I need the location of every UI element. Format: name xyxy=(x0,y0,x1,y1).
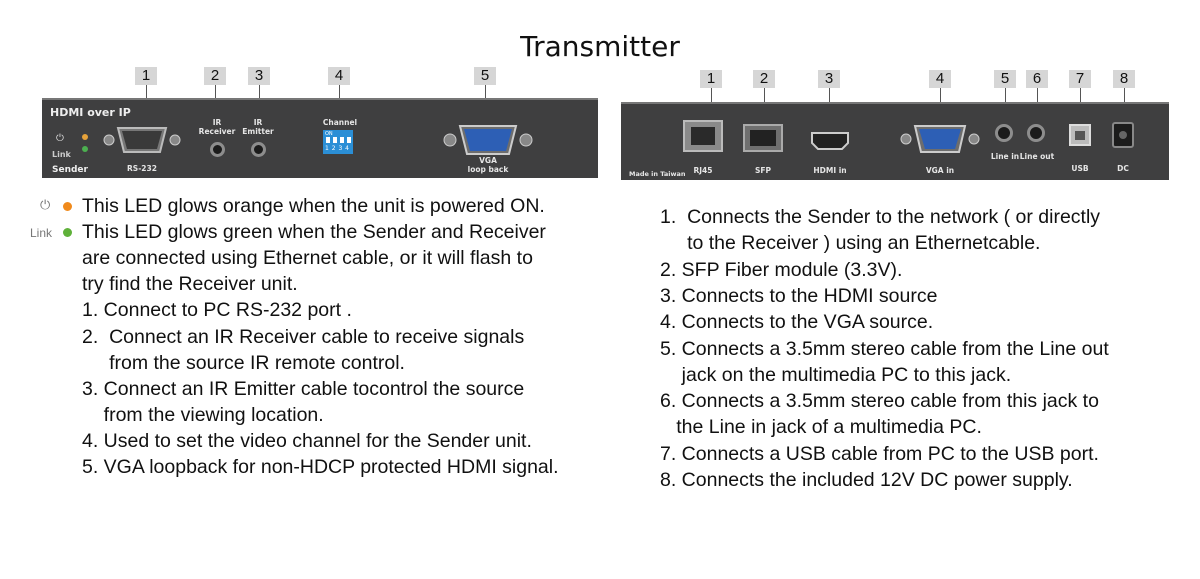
link-label-legend: Link xyxy=(30,226,53,240)
ir-emitter-jack xyxy=(251,142,266,157)
link-led-line-1: This LED glows green when the Sender and… xyxy=(82,221,546,243)
rs232-port xyxy=(103,127,181,153)
right-item-1: 1. Connects the Sender to the network ( … xyxy=(660,206,1101,228)
ir-emitter-label: IR Emitter xyxy=(242,118,274,136)
right-item-3: 3. Connects to the HDMI source xyxy=(660,285,938,307)
left-item-2: 2. Connect an IR Receiver cable to recei… xyxy=(82,326,525,348)
ir-receiver-jack xyxy=(210,142,225,157)
right-item-2: 2. SFP Fiber module (3.3V). xyxy=(660,259,903,281)
page-title: Transmitter xyxy=(520,30,680,63)
right-item-8: 8. Connects the included 12V DC power su… xyxy=(660,469,1073,491)
power-led xyxy=(82,134,88,140)
link-led-line-3: try find the Receiver unit. xyxy=(82,273,298,295)
left-item-2b: from the source IR remote control. xyxy=(82,352,405,374)
right-item-6b: the Line in jack of a multimedia PC. xyxy=(660,416,982,438)
dip-numbers: 1 2 3 4 xyxy=(325,145,350,152)
rear-callout-7: 7 xyxy=(1069,70,1091,88)
line-out-jack xyxy=(1027,124,1045,142)
rj45-port xyxy=(683,120,723,152)
callout-4: 4 xyxy=(328,67,350,85)
rear-callout-6: 6 xyxy=(1026,70,1048,88)
rear-callout-4: 4 xyxy=(929,70,951,88)
power-icon: ⏻ xyxy=(56,133,64,144)
sfp-label: SFP xyxy=(754,166,772,175)
left-item-1: 1. Connect to PC RS-232 port . xyxy=(82,299,352,321)
line-in-jack xyxy=(995,124,1013,142)
unit-label: Sender xyxy=(52,165,88,175)
vga-loopback-label: VGA loop back xyxy=(467,156,509,174)
link-led xyxy=(82,146,88,152)
right-item-7: 7. Connects a USB cable from PC to the U… xyxy=(660,443,1099,465)
dip-on-label: ON xyxy=(325,131,333,137)
right-item-5b: jack on the multimedia PC to this jack. xyxy=(660,364,1012,386)
vga-in-label: VGA in xyxy=(925,166,955,175)
power-icon-legend: ⏻ xyxy=(40,197,51,212)
callout-5: 5 xyxy=(474,67,496,85)
callout-1: 1 xyxy=(135,67,157,85)
usb-label: USB xyxy=(1071,164,1089,173)
power-led-text: This LED glows orange when the unit is p… xyxy=(82,195,545,217)
dc-jack xyxy=(1112,122,1134,148)
right-item-4: 4. Connects to the VGA source. xyxy=(660,311,934,333)
left-item-3: 3. Connect an IR Emitter cable tocontrol… xyxy=(82,378,525,400)
link-led-legend xyxy=(63,228,72,237)
callout-2: 2 xyxy=(204,67,226,85)
left-item-4: 4. Used to set the video channel for the… xyxy=(82,430,532,452)
link-led-line-2: are connected using Ethernet cable, or i… xyxy=(82,247,533,269)
vga-loopback-port xyxy=(443,125,533,155)
link-label: Link xyxy=(52,150,71,159)
rear-callout-2: 2 xyxy=(753,70,775,88)
line-out-label: Line out xyxy=(1019,152,1055,161)
rear-callout-8: 8 xyxy=(1113,70,1135,88)
rear-callout-3: 3 xyxy=(818,70,840,88)
left-item-3b: from the viewing location. xyxy=(82,404,324,426)
right-item-6: 6. Connects a 3.5mm stereo cable from th… xyxy=(660,390,1099,412)
usb-port xyxy=(1069,124,1091,146)
right-item-5: 5. Connects a 3.5mm stereo cable from th… xyxy=(660,338,1109,360)
sfp-port xyxy=(743,124,783,152)
hdmi-port xyxy=(811,132,849,150)
rj45-label: RJ45 xyxy=(693,166,713,175)
made-in-label: Made in Taiwan xyxy=(629,170,686,178)
dc-label: DC xyxy=(1117,164,1129,173)
left-item-5: 5. VGA loopback for non-HDCP protected H… xyxy=(82,456,559,478)
rs232-label: RS-232 xyxy=(127,164,157,173)
model-label: HDMI over IP xyxy=(50,106,131,119)
channel-label: Channel xyxy=(322,118,358,127)
callout-3: 3 xyxy=(248,67,270,85)
rear-callout-5: 5 xyxy=(994,70,1016,88)
rear-callout-1: 1 xyxy=(700,70,722,88)
vga-in-port xyxy=(900,125,980,153)
hdmi-in-label: HDMI in xyxy=(813,166,847,175)
right-item-1b: to the Receiver ) using an Ethernetcable… xyxy=(660,232,1041,254)
ir-receiver-label: IR Receiver xyxy=(198,118,236,136)
line-in-label: Line in xyxy=(990,152,1020,161)
power-led-legend xyxy=(63,202,72,211)
dip-switch: ON 1 2 3 4 xyxy=(323,130,353,154)
